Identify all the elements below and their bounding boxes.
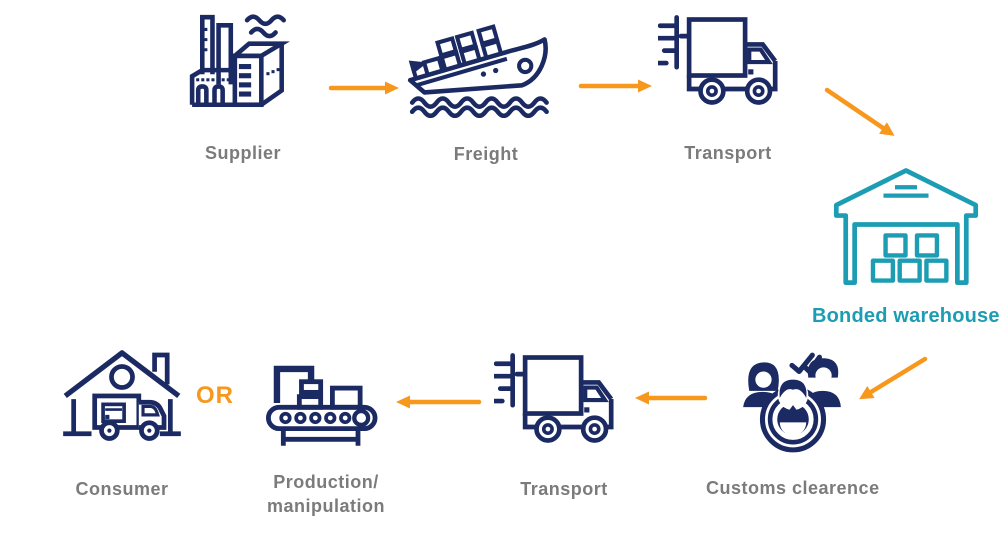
house-delivery-icon bbox=[63, 350, 181, 441]
conveyor-belt-icon bbox=[266, 365, 378, 446]
delivery-truck-icon bbox=[658, 15, 778, 105]
delivery-truck-icon bbox=[494, 353, 614, 443]
node-transport-2: Transport bbox=[494, 347, 634, 501]
node-label-bonded-warehouse: Bonded warehouse bbox=[812, 305, 1000, 327]
node-label-customs: Customs clearence bbox=[706, 478, 880, 498]
arrow-warehouse-to-customs bbox=[859, 356, 928, 400]
arrow-freight-to-transport bbox=[578, 79, 652, 93]
customs-inspectors-icon bbox=[742, 352, 841, 453]
node-label-consumer: Consumer bbox=[75, 479, 169, 499]
node-production: Production/ manipulation bbox=[262, 341, 390, 519]
arrow-transport-to-warehouse bbox=[824, 87, 895, 136]
warehouse-icon bbox=[833, 168, 978, 286]
or-connector-label: OR bbox=[196, 382, 234, 409]
node-supplier: Supplier bbox=[186, 11, 300, 165]
node-consumer: Consumer bbox=[60, 341, 184, 501]
node-label-supplier: Supplier bbox=[204, 143, 281, 163]
node-label-transport-2: Transport bbox=[520, 479, 608, 499]
factory-icon bbox=[189, 14, 290, 108]
node-label-freight: Freight bbox=[453, 144, 519, 164]
arrow-transport-to-production bbox=[396, 395, 482, 409]
node-label-production-line1: Production/ bbox=[273, 472, 379, 492]
node-freight: Freight bbox=[402, 21, 570, 166]
node-label-transport-1: Transport bbox=[684, 143, 772, 163]
node-transport-1: Transport bbox=[658, 9, 798, 165]
node-label-production: Production/ manipulation bbox=[267, 470, 385, 519]
arrow-supplier-to-freight bbox=[328, 81, 399, 95]
arrow-customs-to-transport bbox=[635, 391, 708, 405]
node-label-production-line2: manipulation bbox=[267, 496, 385, 517]
node-bonded-warehouse: Bonded warehouse bbox=[812, 161, 1000, 328]
cargo-ship-icon bbox=[407, 24, 549, 118]
node-customs: Customs clearence bbox=[706, 344, 880, 500]
